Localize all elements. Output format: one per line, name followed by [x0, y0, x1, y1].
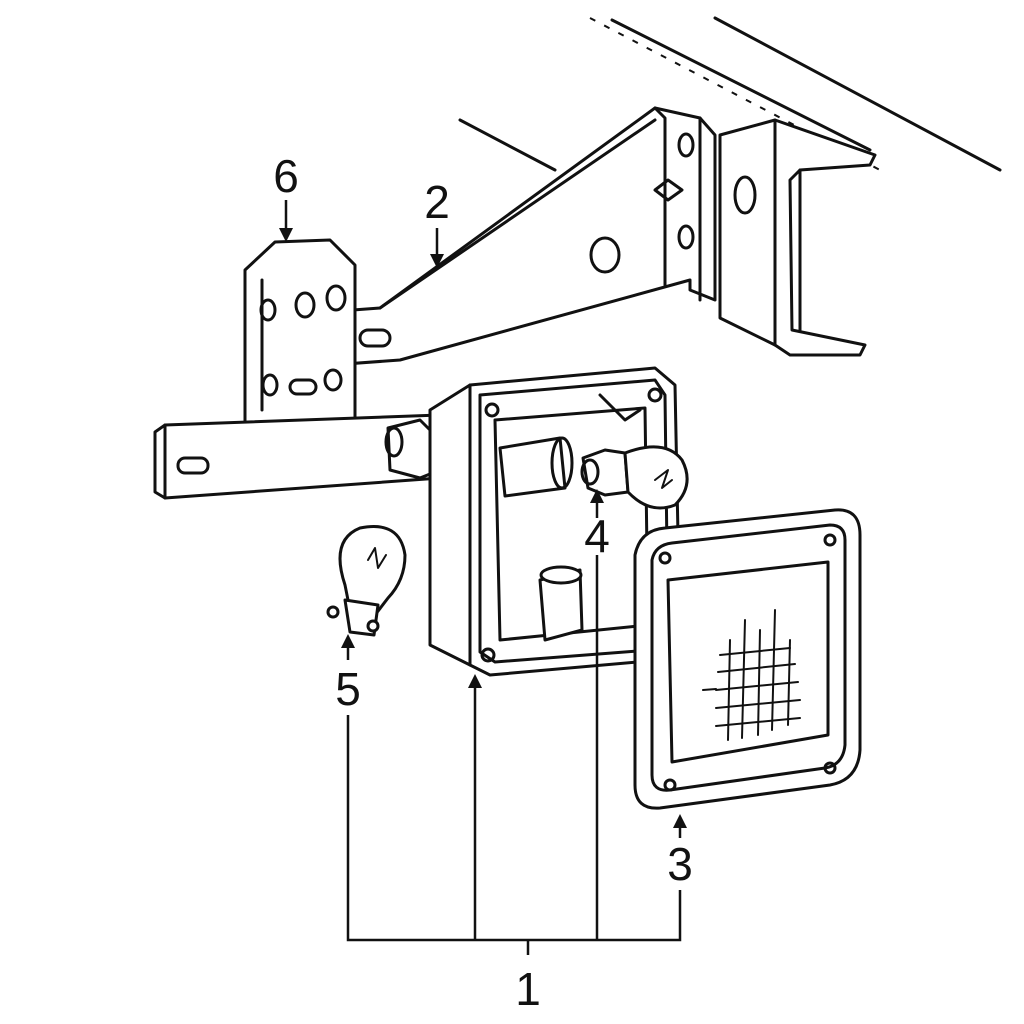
callout-6: 6 — [273, 150, 299, 202]
callout-4: 4 — [584, 510, 610, 562]
vertical-mounting-plate — [243, 238, 357, 430]
mounting-bracket — [278, 106, 717, 370]
arrow-4 — [590, 489, 604, 503]
lamp-housing — [384, 366, 682, 677]
arrow-3 — [673, 814, 687, 828]
callout-5: 5 — [335, 663, 361, 715]
arrow-6 — [279, 228, 293, 242]
spare-bulb — [326, 525, 407, 637]
bulb-in-housing — [580, 445, 689, 510]
callout-2: 2 — [424, 176, 450, 228]
arrow-2 — [430, 254, 444, 268]
lamp-lens — [633, 508, 862, 810]
lens-grid-pattern — [702, 609, 801, 741]
frame-rail — [458, 16, 1002, 357]
callout-3: 3 — [667, 838, 693, 890]
arrow-1-housing — [468, 674, 482, 688]
callout-1: 1 — [515, 963, 541, 1015]
leader-lines — [279, 200, 687, 955]
arrow-5 — [341, 634, 355, 648]
